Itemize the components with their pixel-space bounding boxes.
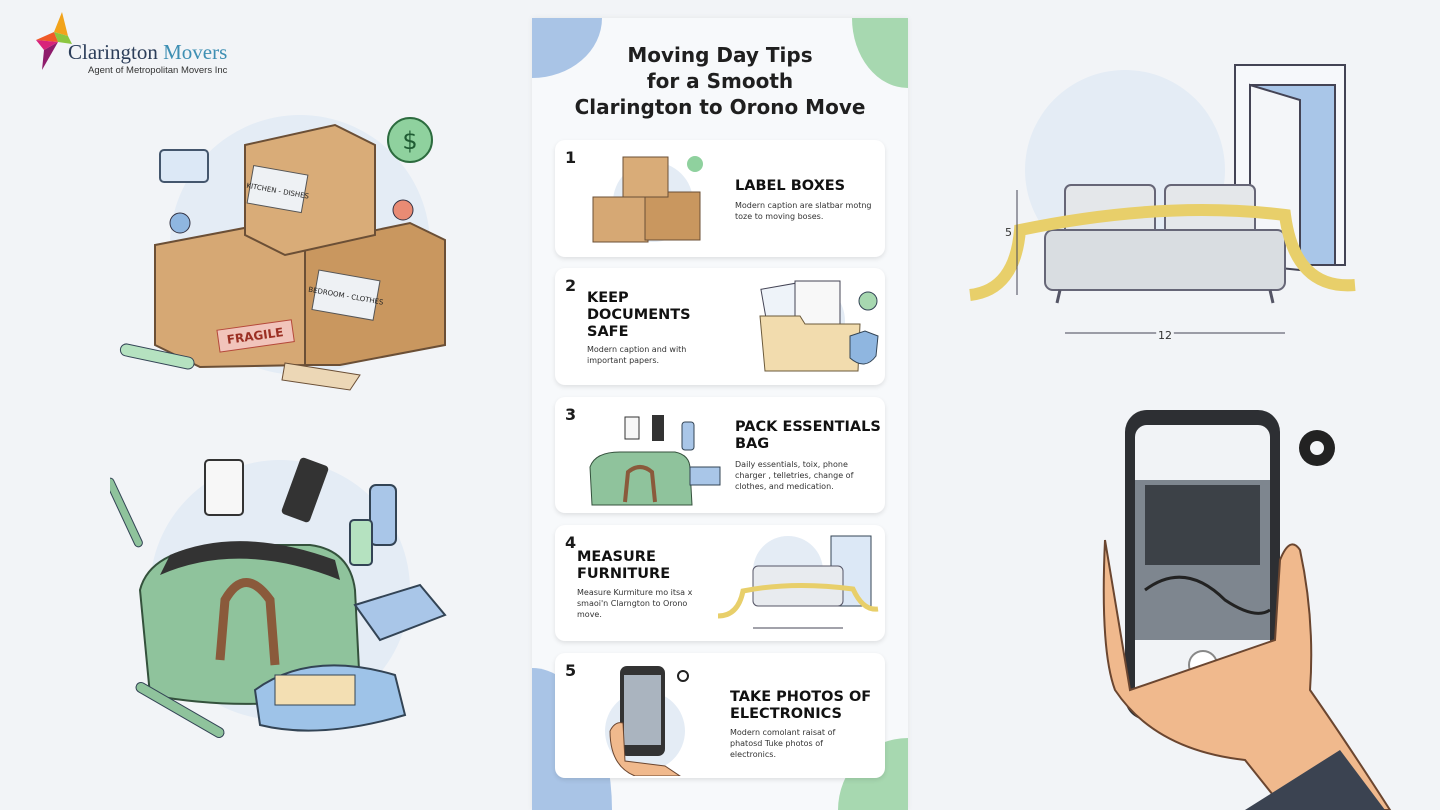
logo-brand: Clarington Movers [68, 40, 228, 64]
phone-camera-icon [605, 666, 689, 776]
essentials-bag-icon [589, 415, 721, 506]
logo-mark-icon [36, 12, 72, 70]
infographic-title: Moving Day Tips for a Smooth Clarington … [574, 43, 866, 119]
essentials-bag-illustration [110, 457, 447, 738]
tip-card-keep-documents: 2 KEEP DOCUMENTS SAFE Modern caption and… [555, 268, 885, 385]
svg-text:$: $ [402, 127, 417, 155]
tips-infographic-panel: Moving Day Tips for a Smooth Clarington … [532, 18, 908, 810]
sofa-measure-icon [717, 535, 879, 629]
tip-card-pack-essentials: 3 PACK ESSENTIALS BAG Daily essentials, … [555, 397, 885, 513]
phone-photo-illustration [1102, 410, 1392, 810]
labeled-boxes-illustration: FRAGILE BEDROOM - CLOTHES KITCHEN - DISH… [119, 115, 446, 391]
documents-folder-icon [759, 280, 879, 372]
company-logo: Clarington Movers Agent of Metropolitan … [30, 10, 260, 80]
logo-tagline: Agent of Metropolitan Movers Inc [88, 65, 228, 76]
sofa-height-label: 5 [1005, 226, 1012, 239]
tip-card-take-photos: 5 TAKE PHOTOS OF ELECTRONICS Modern como… [555, 653, 885, 778]
tip-card-measure-furniture: 4 MEASURE FURNITURE Measure Kurmiture mo… [555, 525, 885, 641]
tip-card-label-boxes: 1 LABEL BOXES Modern caption are slatbar… [555, 140, 885, 257]
sofa-measurement-illustration: 5 12 [969, 64, 1356, 345]
boxes-icon [592, 156, 703, 243]
sofa-width-label: 12 [1158, 329, 1172, 342]
